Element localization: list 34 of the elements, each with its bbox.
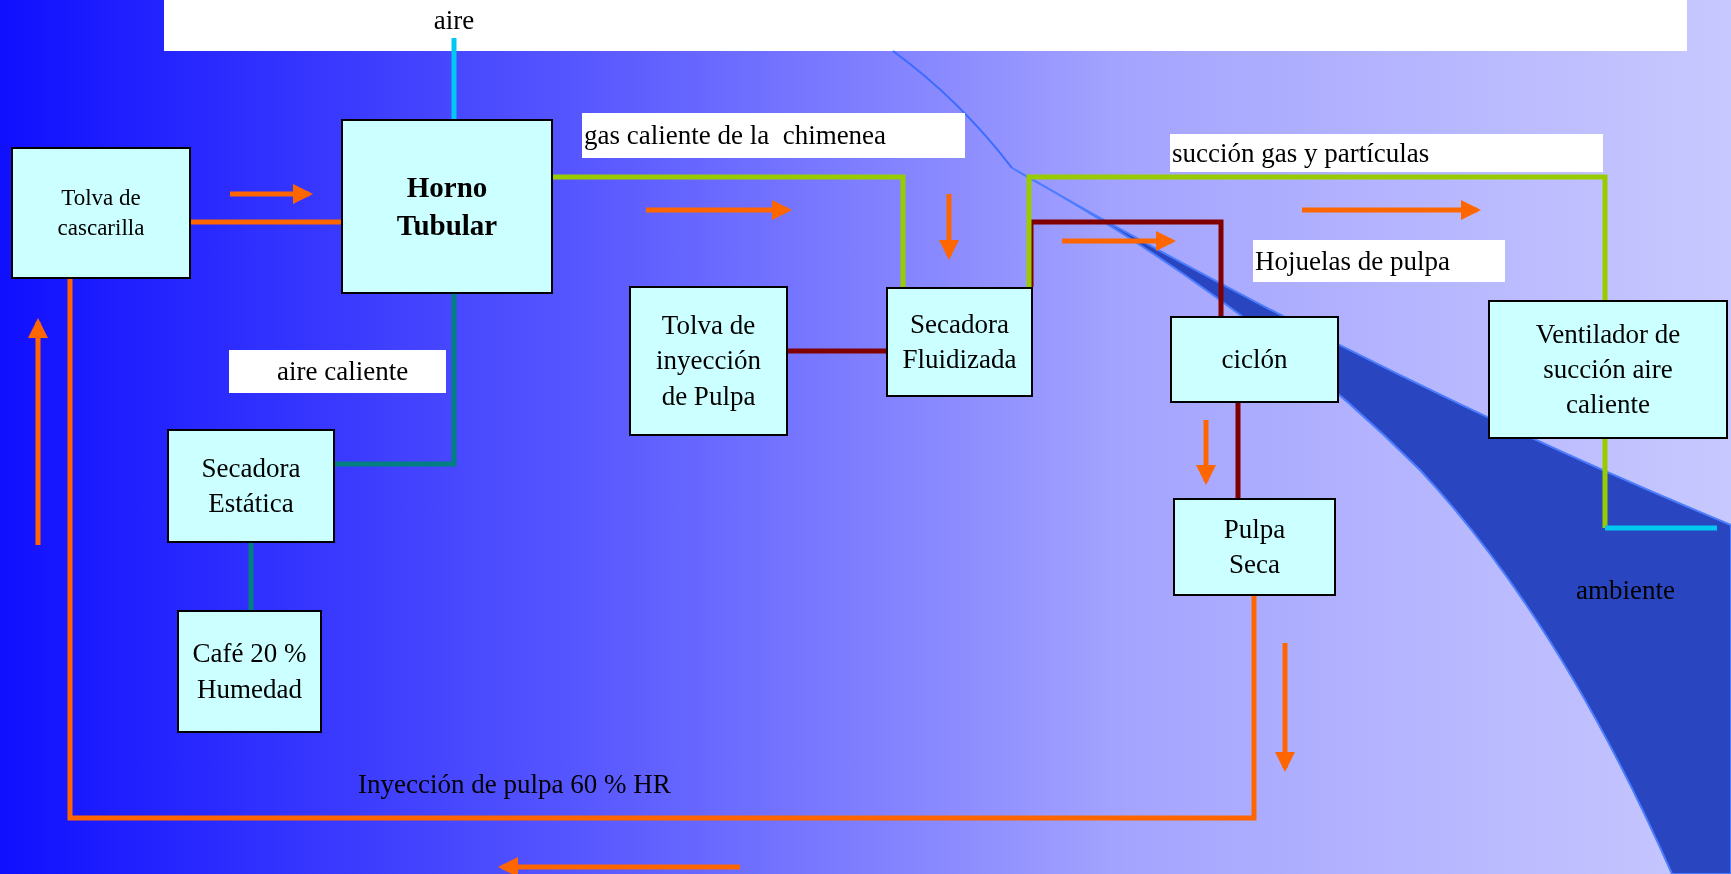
box-text: Tolva de cascarilla bbox=[56, 184, 146, 242]
box-text: Secadora Fluidizada bbox=[901, 307, 1018, 376]
pipe-line bbox=[1026, 174, 1608, 300]
edge-label: Hojuelas de pulpa bbox=[1253, 240, 1505, 282]
pipe-line bbox=[788, 348, 886, 354]
pipe-line bbox=[248, 543, 254, 610]
pipe-line bbox=[451, 38, 457, 119]
pipe-line bbox=[335, 294, 457, 467]
pipe-line bbox=[1235, 403, 1241, 498]
process-box bbox=[1170, 316, 1339, 403]
edge-label: Inyección de pulpa 60 % HR bbox=[358, 767, 672, 801]
process-box bbox=[629, 286, 788, 436]
pipe-line bbox=[67, 279, 1257, 821]
box-text: ciclón bbox=[1221, 342, 1288, 376]
process-box bbox=[1488, 300, 1728, 439]
box-text: Ventilador de succión aire caliente bbox=[1534, 317, 1682, 422]
process-box bbox=[177, 610, 322, 733]
process-box bbox=[341, 119, 553, 294]
process-box bbox=[11, 147, 191, 279]
pipe-line bbox=[553, 174, 906, 287]
process-box bbox=[1173, 498, 1336, 596]
edge-label: aire caliente bbox=[229, 350, 446, 393]
box-text: Horno Tubular bbox=[395, 169, 499, 243]
box-text: Pulpa Seca bbox=[1222, 512, 1287, 581]
process-box bbox=[886, 287, 1033, 397]
box-text: Secadora Estática bbox=[200, 451, 302, 520]
stream-label: ambiente bbox=[1576, 575, 1675, 606]
box-text: Café 20 % Humedad bbox=[191, 637, 308, 706]
edge-label: gas caliente de la chimenea bbox=[582, 113, 965, 158]
box-text: Tolva de inyección de Pulpa bbox=[655, 309, 762, 413]
process-box bbox=[167, 429, 335, 543]
pipe-line bbox=[191, 219, 341, 225]
stream-label: aire bbox=[433, 4, 475, 38]
edge-label: succión gas y partículas bbox=[1170, 134, 1603, 172]
